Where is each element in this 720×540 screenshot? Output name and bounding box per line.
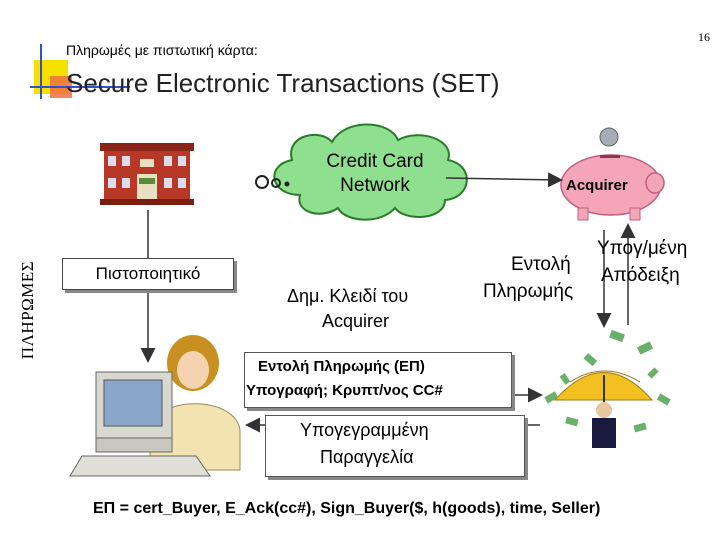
signed-order-box [265, 415, 525, 477]
signed-receipt-line2: Απόδειξη [601, 265, 680, 286]
person-at-computer-icon [69, 335, 241, 477]
acquirer-label: Acquirer [566, 177, 628, 194]
slide-subtitle: Πληρωμές με πιστωτική κάρτα: [66, 42, 258, 58]
network-cloud-icon [255, 123, 468, 221]
public-key-line1: Δημ. Κλειδί του [287, 286, 409, 306]
payment-order-box-line1: Εντολή Πληρωμής (ΕΠ) [258, 358, 425, 375]
slide-number: 16 [698, 30, 710, 44]
network-label: Credit Card Network [300, 150, 450, 198]
network-label-line1: Credit Card [326, 151, 424, 172]
payment-order-box [244, 352, 512, 408]
public-key-line2: Acquirer [322, 311, 390, 331]
bank-building-icon [100, 143, 194, 205]
signed-order-line2: Παραγγελία [320, 447, 414, 467]
certificate-label: Πιστοποιητικό [95, 264, 201, 283]
umbrella-businessman-icon [544, 329, 671, 448]
formula-text: ΕΠ = cert_Buyer, E_Ack(cc#), Sign_Buyer(… [93, 500, 601, 517]
side-label-text: ΠΛΗΡΩΜΕΣ [18, 260, 37, 360]
signed-order-line1: Υπογεγραμμένη [300, 420, 429, 440]
certificate-box: Πιστοποιητικό [62, 258, 234, 290]
payment-order-line2: Πληρωμής [483, 281, 574, 302]
network-label-line2: Network [340, 175, 410, 196]
side-label: ΠΛΗΡΩΜΕΣ [18, 230, 38, 390]
piggy-bank-icon [560, 127, 665, 221]
signed-receipt-line1: Υπογ/μένη [597, 238, 688, 259]
corner-decoration [30, 44, 130, 99]
payment-order-line1: Εντολή [511, 254, 571, 275]
arrow-network-to-acquirer [445, 172, 563, 188]
payment-order-box-line2: Υπογραφή; Κρυπτ/νος CC# [246, 382, 443, 399]
slide-title: Secure Electronic Transactions (SET) [66, 68, 500, 98]
